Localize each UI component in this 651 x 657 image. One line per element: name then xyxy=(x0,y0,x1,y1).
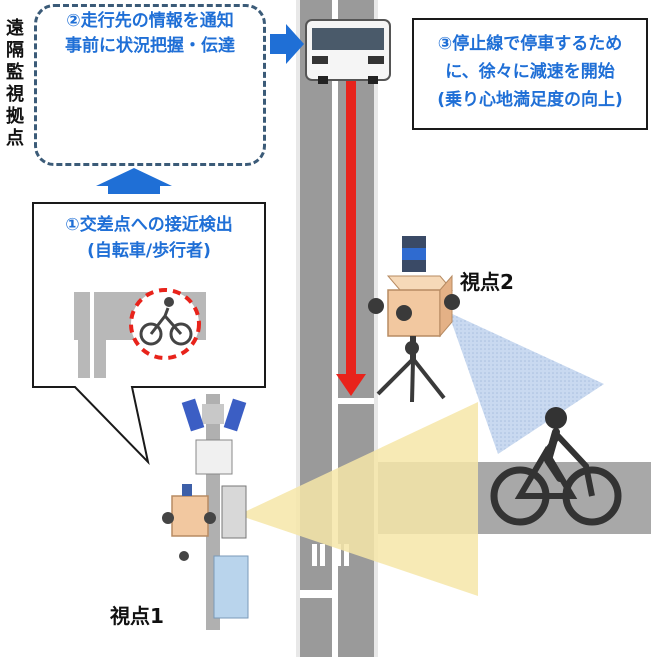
stop-line-2: に、徐々に減速を開始 xyxy=(445,62,615,82)
side-label-char: 監 xyxy=(6,62,24,83)
viewpoint-2-label: 視点2 xyxy=(460,270,514,294)
remote-monitoring-base-label: 遠 隔 監 視 拠 点 xyxy=(4,18,26,150)
sensor-cone-yellow xyxy=(238,402,478,596)
detect-box-text: ①交差点への接近検出 (自転車/歩行者) xyxy=(36,212,262,264)
cyclist-icon xyxy=(490,407,622,526)
notify-box: ②走行先の情報を通知 事前に状況把握・伝達 xyxy=(34,4,266,166)
side-label-char: 隔 xyxy=(6,40,24,61)
notify-arrow xyxy=(270,24,304,64)
tripod-sensor xyxy=(368,236,460,403)
detect-line-2: (自転車/歩行者) xyxy=(87,241,211,261)
side-label-char: 点 xyxy=(6,128,24,149)
roadside-pole-sensor xyxy=(162,394,249,630)
side-label-char: 視 xyxy=(6,84,24,105)
main-road xyxy=(296,0,378,657)
stop-line-3: (乗り心地満足度の向上) xyxy=(437,90,623,110)
notify-line-1: ②走行先の情報を通知 xyxy=(66,11,234,31)
viewpoint-1-label: 視点1 xyxy=(110,604,164,628)
side-label-char: 遠 xyxy=(6,18,24,39)
intersection-thumbnail xyxy=(74,288,206,378)
detect-line-1: ①交差点への接近検出 xyxy=(65,215,233,235)
report-arrow xyxy=(96,168,172,194)
side-label-char: 拠 xyxy=(6,106,24,127)
notify-line-2: 事前に状況把握・伝達 xyxy=(65,36,235,56)
stop-line-1: ③停止線で停車するため xyxy=(437,34,623,54)
deceleration-arrow xyxy=(336,80,366,396)
stop-line-box: ③停止線で停車するため に、徐々に減速を開始 (乗り心地満足度の向上) xyxy=(412,18,648,130)
bus-icon xyxy=(305,19,391,84)
sensor-cone-blue xyxy=(448,312,604,454)
